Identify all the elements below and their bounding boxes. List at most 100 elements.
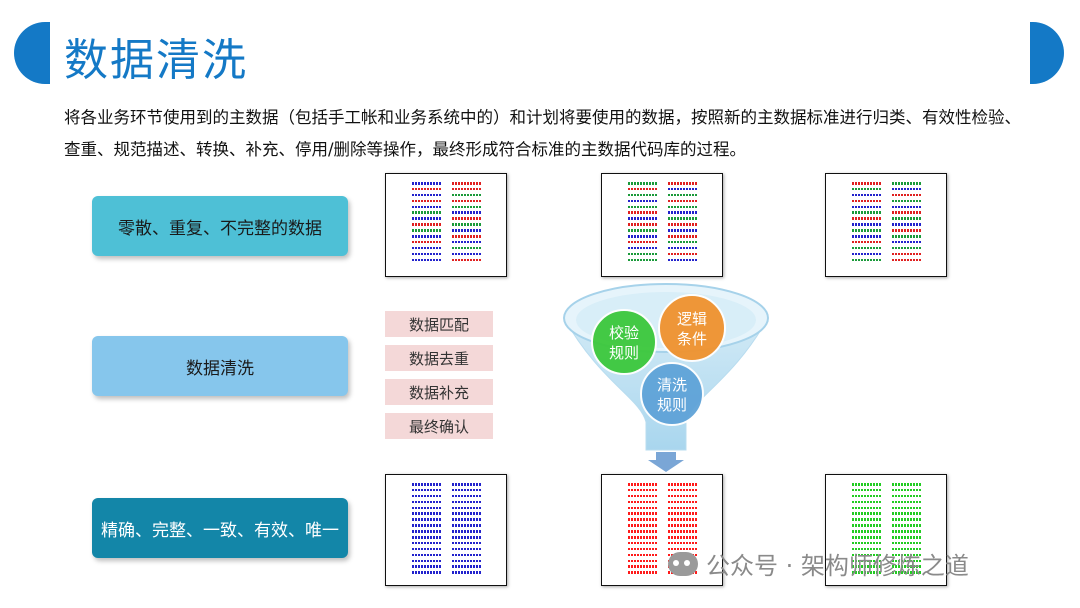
sheet-row-mark — [852, 488, 882, 492]
sheet-row-mark — [628, 547, 658, 551]
sheet-row-mark — [628, 258, 658, 262]
sheet-row-mark — [852, 240, 882, 244]
wechat-icon — [668, 551, 698, 576]
sheet-row-mark — [452, 494, 482, 498]
sheet-row-mark — [412, 193, 442, 197]
sheet-row-mark — [668, 246, 698, 250]
sheet-row-mark — [452, 488, 482, 492]
sheet-row-mark — [852, 518, 882, 521]
sheet-row-mark — [852, 229, 882, 232]
sheet-row-mark — [628, 565, 658, 568]
sheet-row-mark — [452, 553, 482, 557]
sheet-row-mark — [628, 199, 658, 203]
sheet-row-mark — [412, 536, 442, 539]
sheet-column — [452, 182, 482, 262]
sheet-row-mark — [892, 229, 922, 232]
sheet-row-mark — [452, 524, 482, 527]
sheet-row-mark — [892, 547, 922, 551]
sheet-row-mark — [852, 512, 882, 515]
sheet-column — [852, 182, 882, 262]
sheet-row-mark — [412, 199, 442, 203]
sheet-row-mark — [852, 553, 882, 557]
sheet-row-mark — [668, 547, 698, 551]
sheet-row-mark — [668, 240, 698, 244]
sheet-row-mark — [852, 205, 882, 209]
sheet-row-mark — [668, 217, 698, 220]
sheet-row-mark — [892, 199, 922, 203]
sheet-row-mark — [412, 246, 442, 250]
sheet-row-mark — [892, 223, 922, 226]
sheet-row-mark — [892, 530, 922, 533]
sheet-row-mark — [892, 235, 922, 238]
sheet-row-mark — [452, 252, 482, 256]
sheet-row-mark — [892, 488, 922, 492]
sheet-row-mark — [892, 524, 922, 527]
sheet-row-mark — [668, 518, 698, 521]
watermark-text: 公众号 · 架构师修炼之道 — [706, 552, 969, 580]
sheet-row-mark — [892, 512, 922, 515]
title-accent-left — [14, 22, 50, 84]
sheet-row-mark — [892, 483, 922, 486]
sheet-row-mark — [668, 541, 698, 545]
sheet-row-mark — [412, 518, 442, 521]
sheet-column — [412, 182, 442, 262]
sheet-row-mark — [852, 187, 882, 191]
sheet-row-mark — [852, 217, 882, 220]
sheet-row-mark — [412, 211, 442, 214]
sheet-column — [668, 182, 698, 262]
sheet-row-mark — [412, 571, 442, 574]
sheet-row-mark — [628, 229, 658, 232]
sheet-row-mark — [892, 205, 922, 209]
sheet-row-mark — [412, 500, 442, 504]
sheet-row-mark — [412, 483, 442, 486]
sheet-row-mark — [892, 217, 922, 220]
data-sheet-icon — [385, 173, 507, 277]
sheet-row-mark — [852, 547, 882, 551]
sheet-row-mark — [452, 547, 482, 551]
circle-clean-label-2: 规则 — [657, 396, 687, 414]
title-accent-right — [1030, 22, 1064, 84]
sheet-row-mark — [412, 559, 442, 563]
sheet-row-mark — [628, 205, 658, 209]
sheet-row-mark — [412, 541, 442, 545]
sheet-row-mark — [852, 500, 882, 504]
sheet-column — [452, 483, 482, 574]
data-sheet-icon — [601, 173, 723, 277]
sheet-row-mark — [852, 223, 882, 226]
sheet-row-mark — [892, 211, 922, 214]
circle-clean-label-1: 清洗 — [657, 376, 687, 394]
sheet-row-mark — [452, 182, 482, 185]
sheet-row-mark — [452, 235, 482, 238]
sheet-row-mark — [628, 246, 658, 250]
sheet-row-mark — [852, 536, 882, 539]
sheet-row-mark — [852, 541, 882, 545]
sheet-row-mark — [852, 246, 882, 250]
sheet-row-mark — [852, 530, 882, 533]
data-sheet-icon — [385, 474, 507, 586]
sheet-row-mark — [628, 500, 658, 504]
sheet-row-mark — [892, 559, 922, 563]
sheet-row-mark — [628, 559, 658, 563]
sheet-row-mark — [852, 571, 882, 574]
sheet-row-mark — [628, 506, 658, 510]
sheet-row-mark — [628, 518, 658, 521]
sheet-column — [628, 182, 658, 262]
sheet-row-mark — [852, 258, 882, 262]
sheet-row-mark — [852, 193, 882, 197]
description-text: 将各业务环节使用到的主数据（包括手工帐和业务系统中的）和计划将要使用的数据，按照… — [64, 108, 1021, 159]
step-item: 最终确认 — [385, 413, 493, 439]
page-title: 数据清洗 — [64, 35, 248, 86]
circle-logic-label-2: 条件 — [677, 330, 707, 348]
sheet-row-mark — [892, 565, 922, 568]
sheet-row-mark — [452, 240, 482, 244]
step-item: 数据匹配 — [385, 311, 493, 337]
sheet-row-mark — [668, 187, 698, 191]
sheet-row-mark — [668, 524, 698, 527]
funnel-diagram: 校验 规则 逻辑 条件 清洗 规则 — [563, 283, 769, 472]
sheet-row-mark — [628, 217, 658, 220]
sheet-row-mark — [892, 246, 922, 250]
sheet-row-mark — [628, 524, 658, 527]
circle-validate — [591, 309, 657, 375]
sheet-row-mark — [628, 483, 658, 486]
data-sheet-icon — [825, 173, 947, 277]
